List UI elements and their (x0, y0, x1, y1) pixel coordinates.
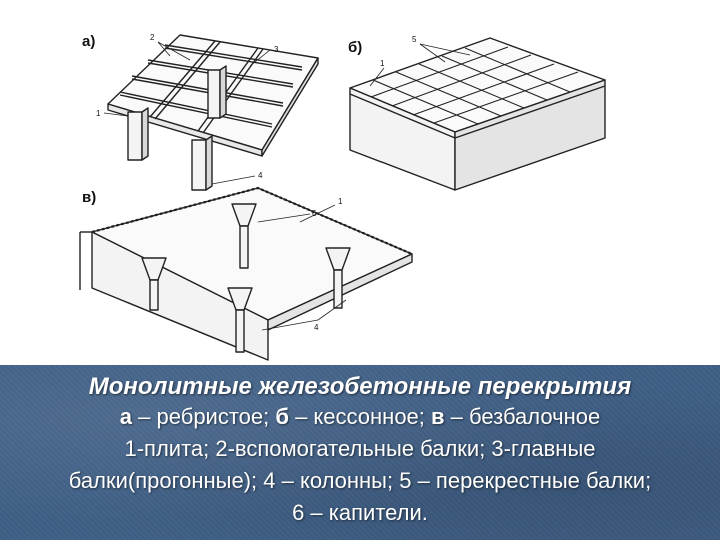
caption-panel: Монолитные железобетонные перекрытия а –… (0, 365, 720, 540)
ribbed-slab-drawing (103, 34, 319, 191)
flat-slab-drawing (79, 186, 413, 361)
type-ribbed: – ребристое; (132, 404, 276, 429)
panel-label-v: в) (82, 189, 96, 206)
caption-legend-line2: 1-плита; 2-вспомогательные балки; 3-глав… (124, 436, 596, 461)
type-coffered: – кессонное; (288, 404, 432, 429)
caption-legend-line4: 6 – капители. (292, 500, 428, 525)
callout-4-v: 4 (314, 323, 319, 332)
callout-1-b: 1 (380, 59, 385, 68)
callout-5-b: 5 (412, 35, 417, 44)
key-v: в (431, 404, 445, 429)
key-b: б (275, 404, 289, 429)
callout-6-v: 6 (312, 209, 317, 218)
panel-label-a: а) (82, 33, 95, 50)
callout-2-a: 2 (150, 33, 155, 42)
callout-1-a: 1 (96, 109, 101, 118)
coffered-slab-drawing (349, 37, 606, 191)
callout-4-a: 4 (258, 171, 263, 180)
panel-label-b: б) (348, 39, 362, 56)
structural-drawing: а) б) в) 2 3 1 4 5 1 1 6 4 (79, 33, 606, 361)
caption-title: Монолитные железобетонные перекрытия (88, 373, 632, 400)
callout-3-a: 3 (274, 45, 279, 54)
callout-1-v: 1 (338, 197, 343, 206)
caption-legend-line3: балки(прогонные); 4 – колонны; 5 – перек… (68, 468, 652, 493)
key-a: а (119, 404, 133, 429)
caption-legend-types: а – ребристое; б – кессонное; в – безбал… (0, 403, 720, 431)
type-beamless: – безбалочное (444, 404, 601, 429)
drawing-canvas: а) б) в) 2 3 1 4 5 1 1 6 4 (79, 33, 606, 361)
